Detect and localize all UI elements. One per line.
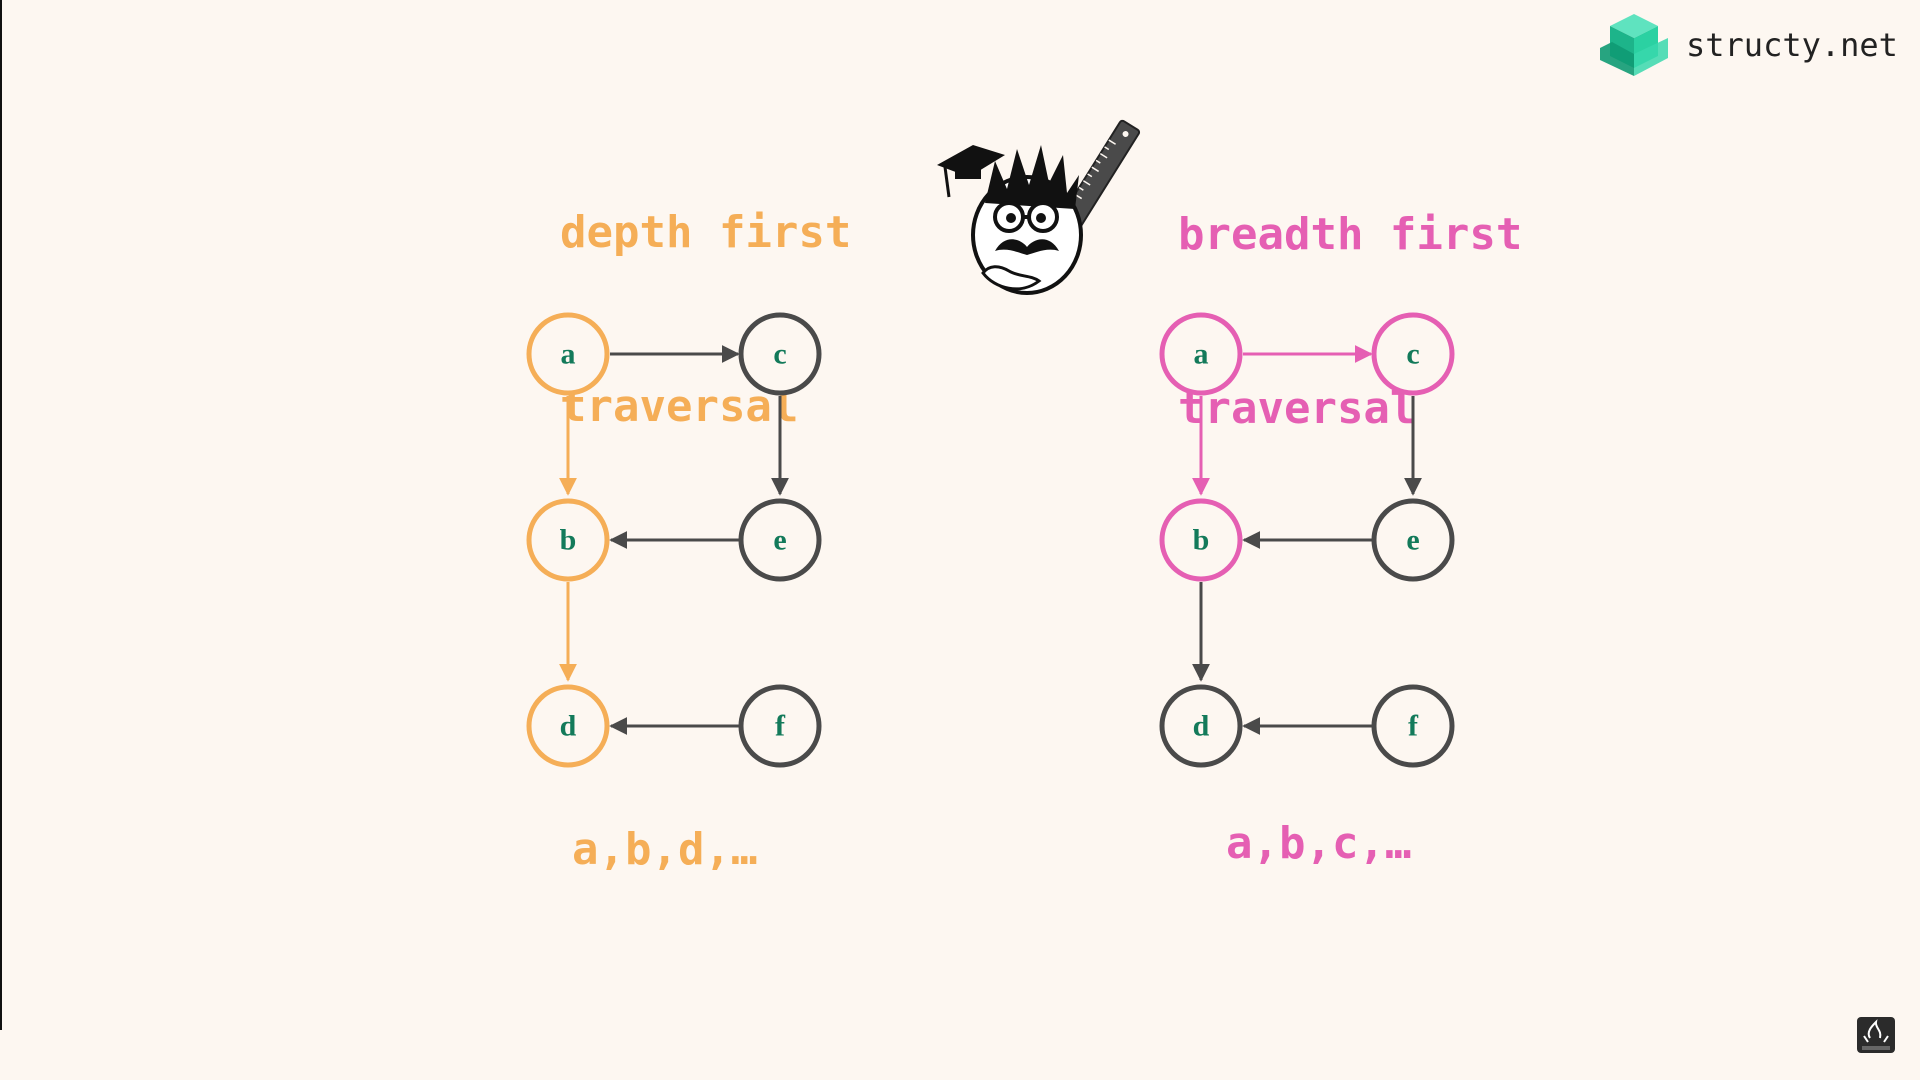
bfs-traversal-order: a,b,c,… bbox=[1226, 818, 1412, 869]
structy-cube-logo-icon bbox=[1600, 14, 1668, 76]
dfs-node-f-label: f bbox=[775, 710, 786, 743]
dfs-node-a-label: a bbox=[561, 338, 576, 371]
bfs-node-d-label: d bbox=[1193, 710, 1210, 743]
dfs-node-b-label: b bbox=[560, 524, 577, 557]
bfs-title-line1: breadth first bbox=[1178, 209, 1523, 260]
subscribe-badge-icon[interactable] bbox=[1856, 1016, 1896, 1054]
brand[interactable]: structy.net bbox=[1598, 10, 1898, 80]
bfs-node-a: a bbox=[1159, 312, 1243, 396]
bfs-node-f-label: f bbox=[1408, 710, 1419, 743]
bfs-node-b: b bbox=[1159, 498, 1243, 582]
bfs-node-e-label: e bbox=[1406, 524, 1419, 557]
left-edge-divider bbox=[0, 0, 2, 1030]
brand-name: structy.net bbox=[1686, 26, 1898, 64]
dfs-title-line1: depth first bbox=[560, 207, 852, 258]
bfs-node-c-label: c bbox=[1406, 338, 1419, 371]
dfs-node-e-label: e bbox=[773, 524, 786, 557]
dfs-traversal-order: a,b,d,… bbox=[572, 824, 758, 875]
dfs-node-c: c bbox=[738, 312, 822, 396]
dfs-node-b: b bbox=[526, 498, 610, 582]
bfs-node-d: d bbox=[1159, 684, 1243, 768]
dfs-node-a: a bbox=[526, 312, 610, 396]
bfs-node-b-label: b bbox=[1193, 524, 1210, 557]
dfs-graph: a c b e d f bbox=[526, 312, 822, 768]
bfs-node-f: f bbox=[1371, 684, 1455, 768]
dfs-node-d-label: d bbox=[560, 710, 577, 743]
bfs-node-c: c bbox=[1371, 312, 1455, 396]
dfs-node-c-label: c bbox=[773, 338, 786, 371]
dfs-node-f: f bbox=[738, 684, 822, 768]
dfs-node-d: d bbox=[526, 684, 610, 768]
bfs-node-e: e bbox=[1371, 498, 1455, 582]
bfs-graph: a c b e d f bbox=[1159, 312, 1455, 768]
bfs-node-a-label: a bbox=[1194, 338, 1209, 371]
dfs-node-e: e bbox=[738, 498, 822, 582]
bfs-title: breadth first traversal bbox=[1178, 90, 1522, 554]
bottom-band bbox=[0, 1030, 1920, 1080]
professor-with-ruler-icon bbox=[937, 119, 1141, 295]
